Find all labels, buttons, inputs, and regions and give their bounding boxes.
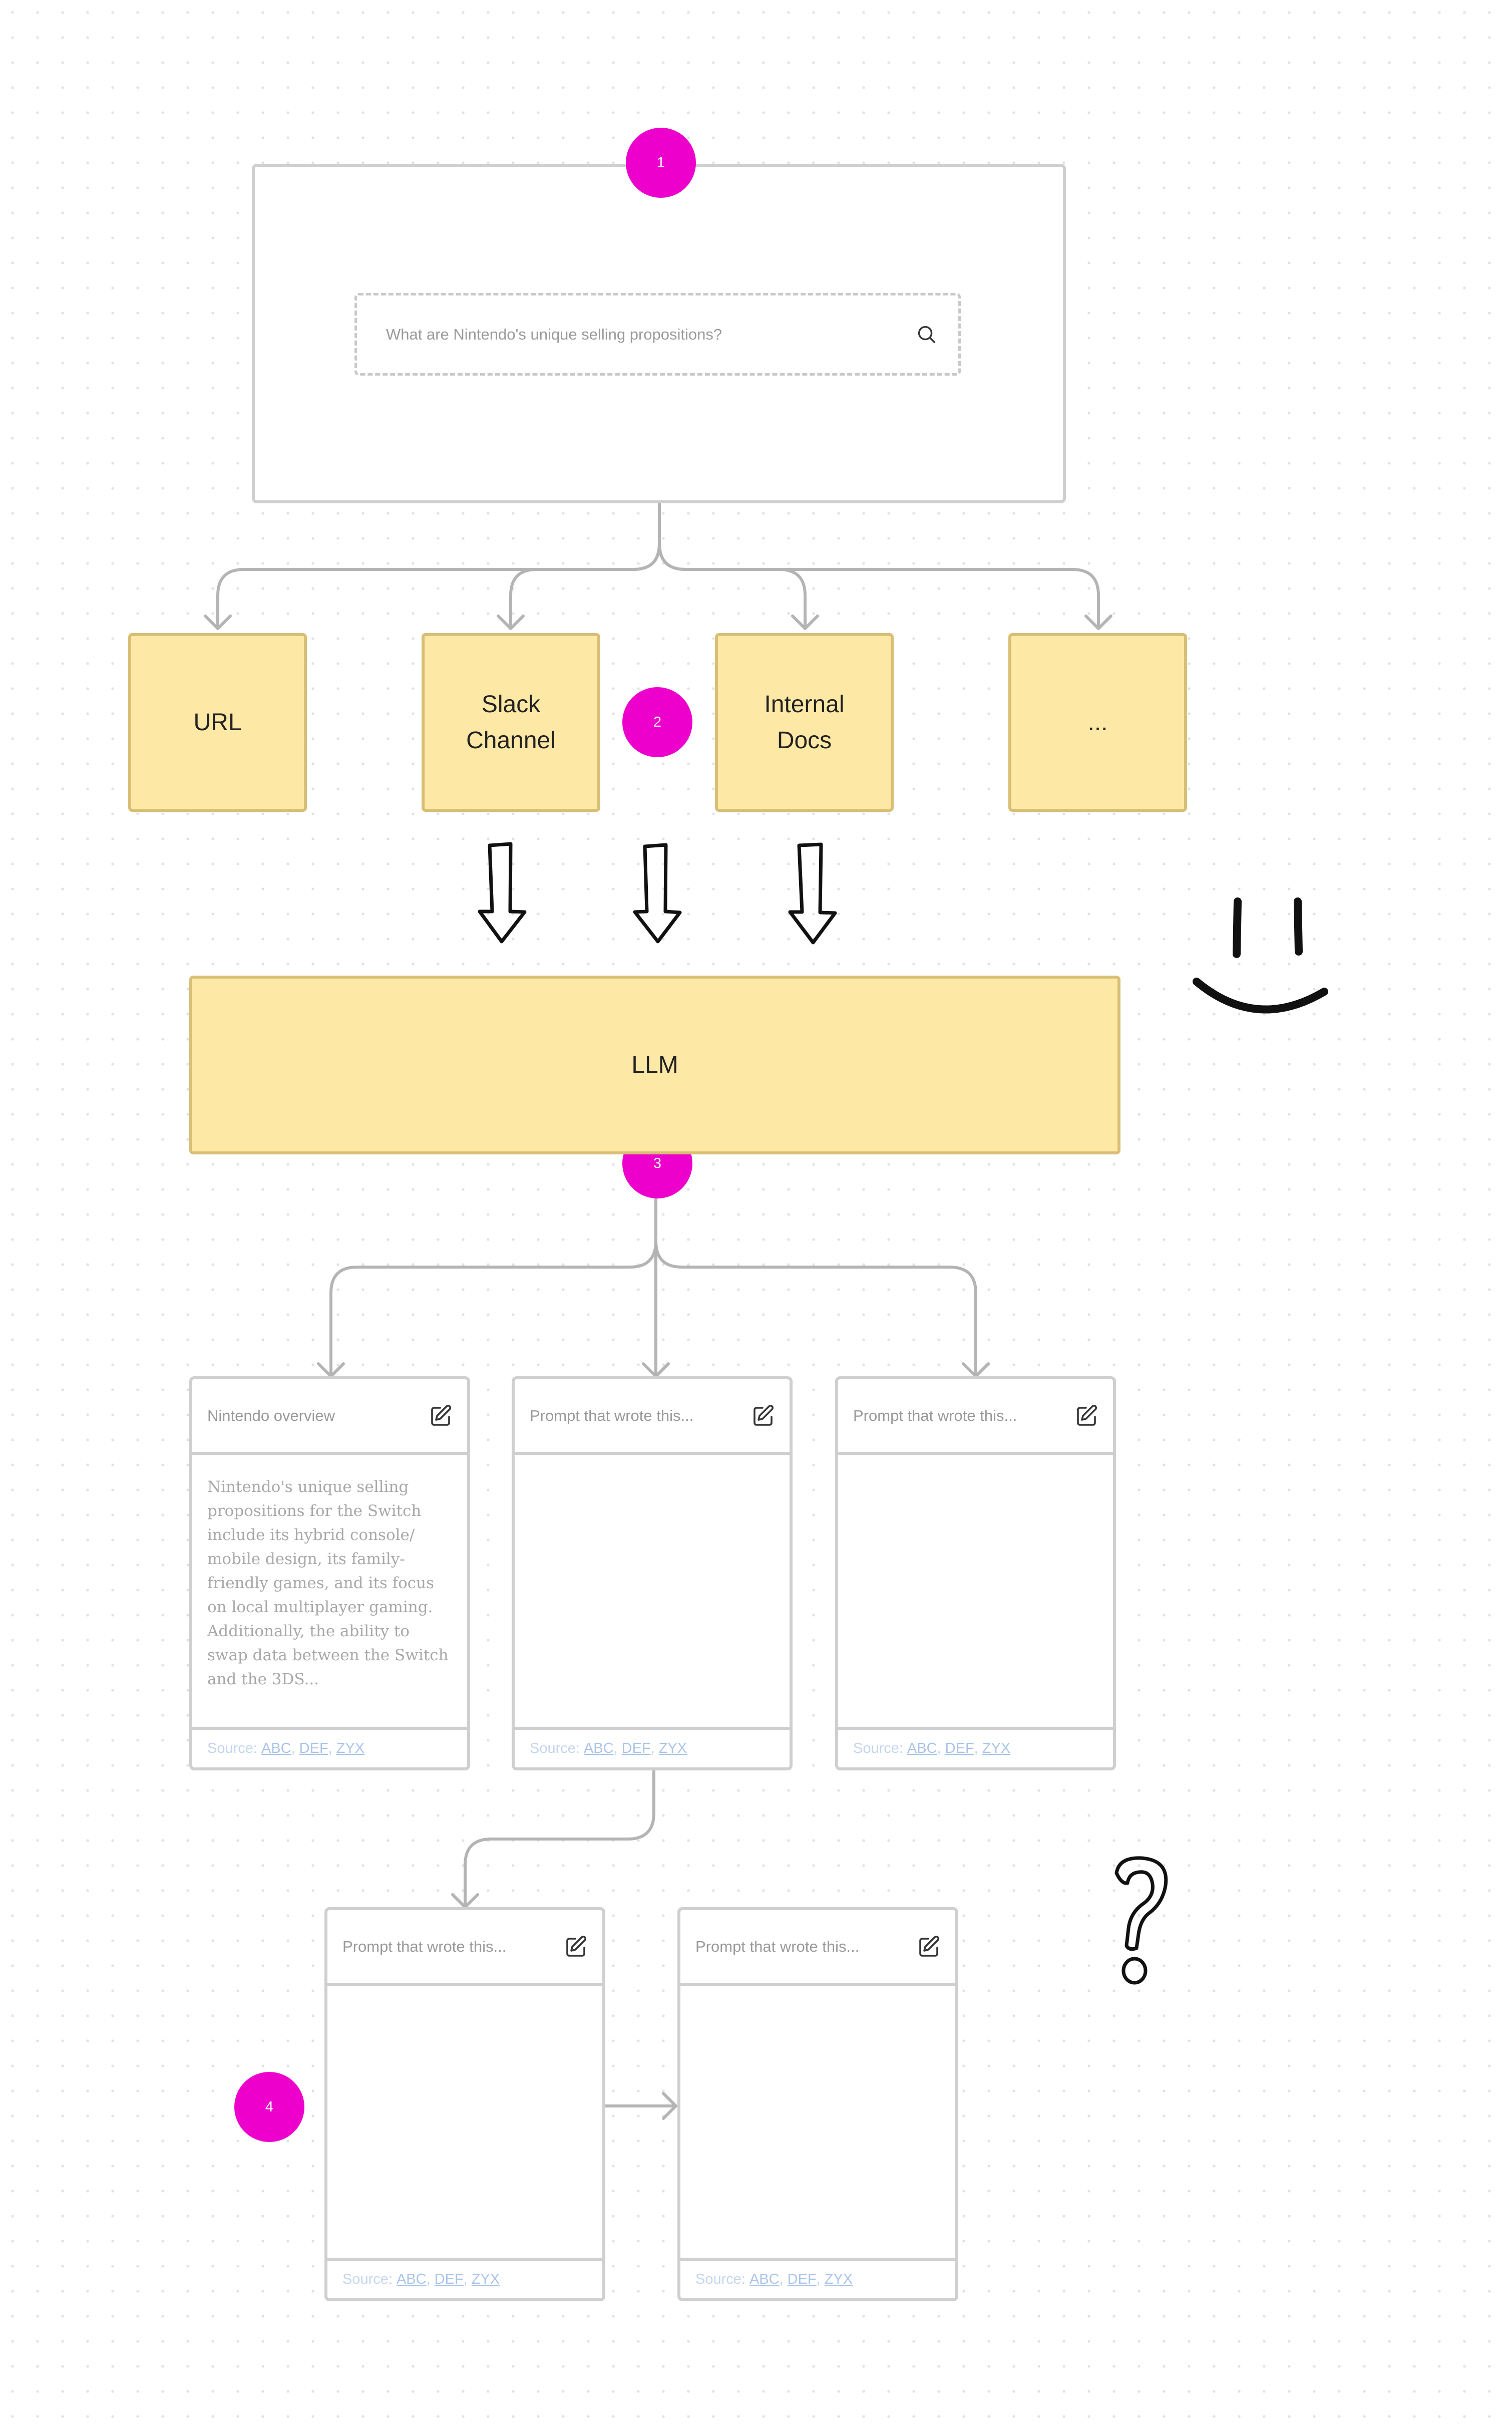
card-body: Nintendo's unique selling propositions f…: [207, 1478, 449, 1688]
search-icon[interactable]: [915, 323, 938, 346]
card-sources: Source: ABC, DEF, ZYX: [327, 2258, 602, 2298]
source-internal-docs[interactable]: Internal Docs: [715, 633, 894, 812]
card-body: [515, 1455, 790, 1727]
source-slack-channel[interactable]: Slack Channel: [422, 633, 600, 812]
search-frame: [252, 164, 1066, 503]
source-link[interactable]: DEF: [299, 1740, 328, 1756]
search-box[interactable]: What are Nintendo's unique selling propo…: [354, 293, 961, 376]
edit-icon[interactable]: [751, 1404, 776, 1428]
source-link[interactable]: ZYX: [471, 2271, 500, 2287]
edit-icon[interactable]: [917, 1935, 941, 1959]
card-header: Prompt that wrote this...: [327, 1910, 602, 1986]
card-header: Prompt that wrote this...: [680, 1910, 955, 1986]
result-card-4[interactable]: Prompt that wrote this... Source: ABC, D…: [324, 1907, 605, 2301]
result-card-2[interactable]: Prompt that wrote this... Source: ABC, D…: [512, 1376, 793, 1770]
hand-arrow-3: [788, 842, 837, 945]
card-header: Nintendo overview: [192, 1379, 467, 1455]
step-badge-2: 2: [622, 687, 692, 757]
connector-frame-more: [658, 502, 1100, 630]
source-link[interactable]: DEF: [621, 1740, 651, 1756]
source-link[interactable]: DEF: [434, 2271, 464, 2287]
result-card-5[interactable]: Prompt that wrote this... Source: ABC, D…: [677, 1907, 958, 2301]
source-more[interactable]: ...: [1008, 633, 1187, 812]
source-link[interactable]: ZYX: [336, 1740, 365, 1756]
source-link[interactable]: DEF: [787, 2271, 817, 2287]
connector-card2-card4: [464, 1766, 655, 1909]
card-title: Prompt that wrote this...: [530, 1406, 694, 1424]
edit-icon[interactable]: [429, 1404, 453, 1428]
source-url[interactable]: URL: [128, 633, 307, 812]
card-sources: Source: ABC, DEF, ZYX: [515, 1727, 790, 1767]
edit-icon[interactable]: [1075, 1404, 1099, 1428]
card-title: Prompt that wrote this...: [695, 1937, 860, 1955]
source-link[interactable]: ABC: [907, 1740, 937, 1756]
card-title: Prompt that wrote this...: [342, 1937, 507, 1955]
llm-block[interactable]: LLM: [189, 976, 1120, 1154]
connector-frame-slack: [509, 502, 661, 630]
source-link[interactable]: ZYX: [982, 1740, 1011, 1756]
card-title: Prompt that wrote this...: [853, 1406, 1017, 1424]
connector-llm-card1: [329, 1195, 657, 1378]
question-mark-drawing: [1114, 1856, 1168, 1985]
source-link[interactable]: DEF: [945, 1740, 974, 1756]
card-sources: Source: ABC, DEF, ZYX: [838, 1727, 1113, 1767]
card-sources: Source: ABC, DEF, ZYX: [680, 2258, 955, 2298]
hand-arrow-1: [478, 842, 527, 944]
result-card-1[interactable]: Nintendo overview Nintendo's unique sell…: [189, 1376, 470, 1770]
hand-arrow-2: [633, 843, 682, 944]
connector-frame-url: [216, 502, 661, 630]
source-link[interactable]: ABC: [583, 1740, 614, 1756]
result-card-3[interactable]: Prompt that wrote this... Source: ABC, D…: [835, 1376, 1116, 1770]
search-placeholder: What are Nintendo's unique selling propo…: [386, 325, 722, 343]
card-body: [327, 1986, 602, 2258]
source-link[interactable]: ZYX: [824, 2271, 853, 2287]
edit-icon[interactable]: [564, 1935, 588, 1959]
card-title: Nintendo overview: [207, 1406, 335, 1424]
step-badge-4: 4: [234, 2072, 304, 2142]
card-sources: Source: ABC, DEF, ZYX: [192, 1727, 467, 1767]
source-link[interactable]: ZYX: [658, 1740, 687, 1756]
card-body: [838, 1455, 1113, 1727]
source-link[interactable]: ABC: [261, 1740, 291, 1756]
connector-frame-docs: [658, 502, 807, 630]
step-badge-1: 1: [626, 128, 696, 198]
card-header: Prompt that wrote this...: [515, 1379, 790, 1455]
source-link[interactable]: ABC: [396, 2271, 427, 2287]
card-header: Prompt that wrote this...: [838, 1379, 1113, 1455]
connector-llm-card3: [654, 1195, 977, 1378]
card-body: [680, 1986, 955, 2258]
source-link[interactable]: ABC: [749, 2271, 780, 2287]
smiley-drawing: [1193, 897, 1328, 1014]
